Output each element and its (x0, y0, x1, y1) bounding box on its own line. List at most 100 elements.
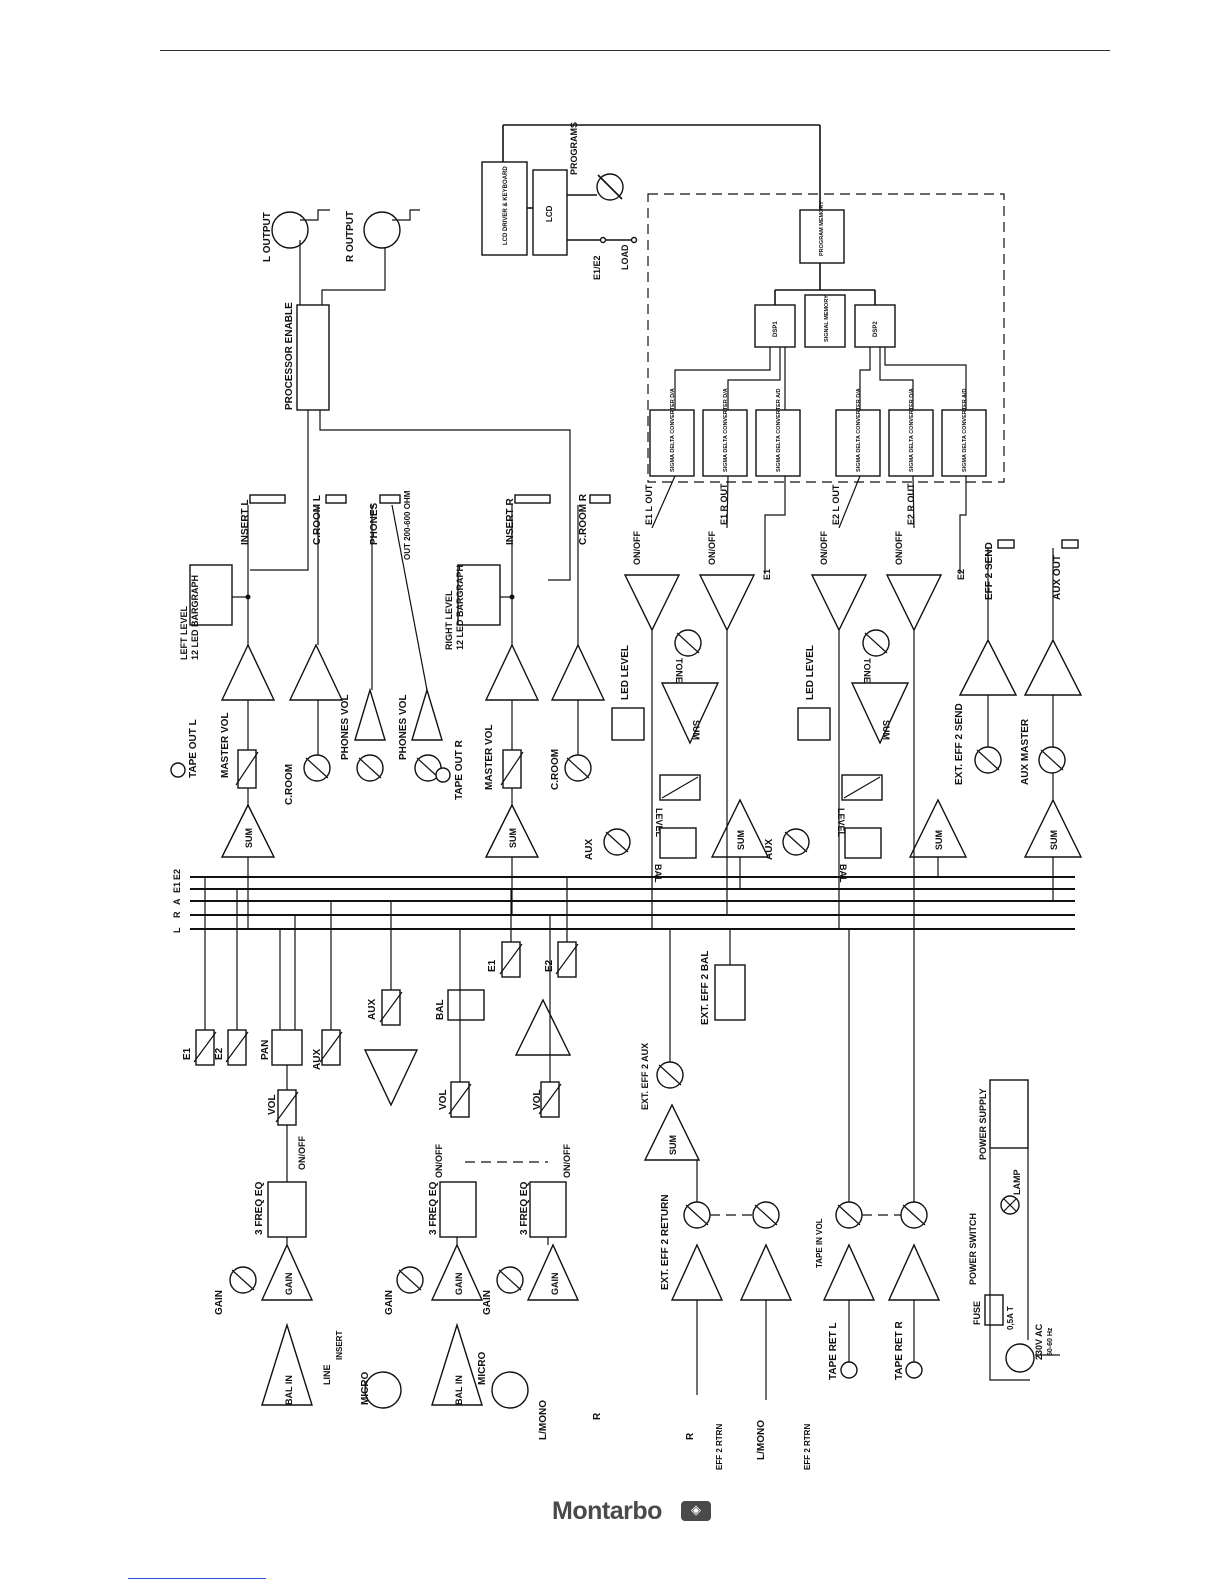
led-level-e1-label: LED LEVEL (620, 645, 631, 700)
on-off-ch1-label: ON/OFF (297, 1136, 307, 1170)
pan-ch1-label: PAN (260, 1040, 271, 1060)
eq-ch2-box (439, 1181, 477, 1238)
bal-ch2-box (447, 989, 485, 1021)
converter-e2r-label: SIGMA DELTA CONVERTER D/A (909, 388, 915, 472)
right-bargraph-label: 12 LED BARGRAPH (455, 565, 465, 650)
ext-eff2-aux-label: EXT. EFF 2 AUX (640, 1043, 650, 1110)
eq-ch2-label: 3 FREQ EQ (428, 1181, 439, 1235)
dsp1-box (754, 304, 796, 348)
dsp2-label: DSP2 (873, 321, 879, 337)
insert-l-jack-icon (249, 494, 286, 504)
sum-e2-amp-icon (850, 682, 910, 745)
e2-send-label: E2 (956, 569, 966, 580)
ext-eff2-bal-box (714, 964, 746, 1021)
insert-r-jack-icon (514, 494, 551, 504)
croom-r-label: C.ROOM R (578, 493, 589, 545)
aux-e2-label: AUX (764, 839, 775, 860)
eff2-rtrn-r-label: EFF 2 RTRN (803, 1424, 812, 1470)
micro-ch1-xlr-icon (364, 1371, 402, 1409)
tape-ret-r-amp-icon (887, 1243, 941, 1301)
level-e2-label: LEVEL (836, 808, 846, 838)
aux-out-jack-icon (1061, 539, 1079, 549)
brand-wordmark: Montarbo (552, 1497, 662, 1525)
input-channels: E1 E2 PAN AUX VOL ON/OFF 3 FREQ EQ GAIN … (182, 877, 603, 1440)
insert-l-label: INSERT L (240, 499, 251, 545)
bal-in-ch2-amp-icon (431, 1322, 483, 1406)
processor-enable-label: PROCESSOR ENABLE (284, 302, 295, 410)
micro-ch2-xlr-icon (491, 1371, 529, 1409)
converter-e2-ad-box (941, 409, 987, 477)
fuse-icon (984, 1294, 1004, 1326)
converter-e2-ad-label: SIGMA DELTA CONVERTER A/D (962, 388, 968, 472)
line-ch1-label: LINE (322, 1364, 332, 1385)
converter-e1-ad-label: SIGMA DELTA CONVERTER A/D (776, 388, 782, 472)
gain-ch3-amp-label: GAIN (550, 1273, 560, 1296)
tone-e2-label: TONE (862, 658, 872, 683)
bal-ch2-label: BAL (435, 999, 446, 1020)
converter-row: SIGMA DELTA CONVERTER D/A SIGMA DELTA CO… (649, 388, 987, 477)
e2-l-amp-icon (810, 574, 868, 632)
power-supply-label: POWER SUPPLY (978, 1088, 988, 1160)
sum-e1-label: SUM (691, 720, 701, 740)
lcd-label: LCD (545, 205, 554, 222)
converter-e2r-box (888, 409, 934, 477)
master-amp-l-icon (220, 643, 276, 701)
programs-label: PROGRAMS (569, 122, 579, 175)
phones-jack-icon (379, 494, 401, 504)
eq-ch1-label: 3 FREQ EQ (254, 1181, 265, 1235)
converter-e1r-label: SIGMA DELTA CONVERTER D/A (723, 388, 729, 472)
sum-e1-amp-icon (660, 682, 720, 745)
e1e2-switch-label: E1/E2 (592, 255, 602, 280)
lcd-box (532, 169, 568, 256)
phones-vol-r-label: PHONES VOL (398, 694, 409, 760)
bal-e1-label: BAL (653, 864, 663, 883)
l-output-label: L OUTPUT (262, 212, 273, 262)
aux-ch2-amp-icon (363, 1049, 419, 1107)
fuse-label: FUSE (972, 1301, 982, 1325)
mix-bus: L R A E1 E2 (172, 869, 1075, 933)
led-level-e2-box (797, 707, 831, 741)
phones-vol-l-label: PHONES VOL (340, 694, 351, 760)
fuse-rating-label: 0,5A T (1006, 1306, 1015, 1330)
converter-e1l-label: SIGMA DELTA CONVERTER D/A (670, 388, 676, 472)
tape-ret-r-label: TAPE RET R (894, 1321, 905, 1380)
lcd-driver-box (481, 161, 528, 256)
gain-ch3-label: GAIN (482, 1290, 493, 1315)
bottom-link-rule (128, 1578, 266, 1579)
phones-impedance-label: OUT 200-600 OHM (403, 490, 412, 560)
tape-in-vol-label: TAPE IN VOL (815, 1218, 824, 1268)
bal-e2-box (844, 827, 882, 859)
output-section: L OUTPUT R OUTPUT PROCESSOR ENABLE LEFT … (170, 209, 611, 929)
gain-ch1-amp-label: GAIN (284, 1273, 294, 1296)
converter-e1l-box (649, 409, 695, 477)
header-rule (160, 50, 1110, 51)
signal-memory-label: SIGNAL MEMORY (824, 295, 830, 342)
aux-out-label: AUX OUT (1052, 555, 1063, 600)
tape-ret-l-amp-icon (822, 1243, 876, 1301)
on-off-e2r-label: ON/OFF (894, 531, 904, 565)
right-level-bargraph-box (457, 564, 501, 626)
sum-aux-label: SUM (1049, 830, 1059, 850)
converter-e1r-box (702, 409, 748, 477)
lamp-label: LAMP (1012, 1170, 1022, 1196)
insert-ch1-label: INSERT (335, 1331, 344, 1360)
tape-ret-l-rca-icon (840, 1361, 858, 1379)
e2-l-out-label: E2 L OUT (831, 484, 841, 525)
ext-eff2-bal-label: EXT. EFF 2 BAL (700, 951, 711, 1025)
mains-label: 230V AC (1034, 1323, 1044, 1360)
program-memory-label: PROGRAM MEMORY (819, 201, 825, 256)
power-supply-box (989, 1079, 1029, 1149)
left-bargraph-label: 12 LED BARGRAPH (190, 575, 200, 660)
on-off-ch3-label: ON/OFF (562, 1144, 572, 1178)
sum-ext-eff2-amp-icon (643, 1103, 701, 1161)
croom-amp-r-icon (550, 643, 606, 701)
master-vol-r-label: MASTER VOL (484, 724, 495, 790)
micro-ch1-label: MICRO (360, 1371, 371, 1405)
tone-e1-label: TONE (674, 658, 684, 683)
ext-eff2-return-label: EXT. EFF 2 RETURN (660, 1194, 671, 1290)
right-level-label: RIGHT LEVEL (444, 590, 454, 650)
converter-e2l-label: SIGMA DELTA CONVERTER D/A (856, 388, 862, 472)
gain-ch2-label: GAIN (384, 1290, 395, 1315)
on-off-e2l-label: ON/OFF (819, 531, 829, 565)
pan-ch1-box (271, 1029, 303, 1066)
